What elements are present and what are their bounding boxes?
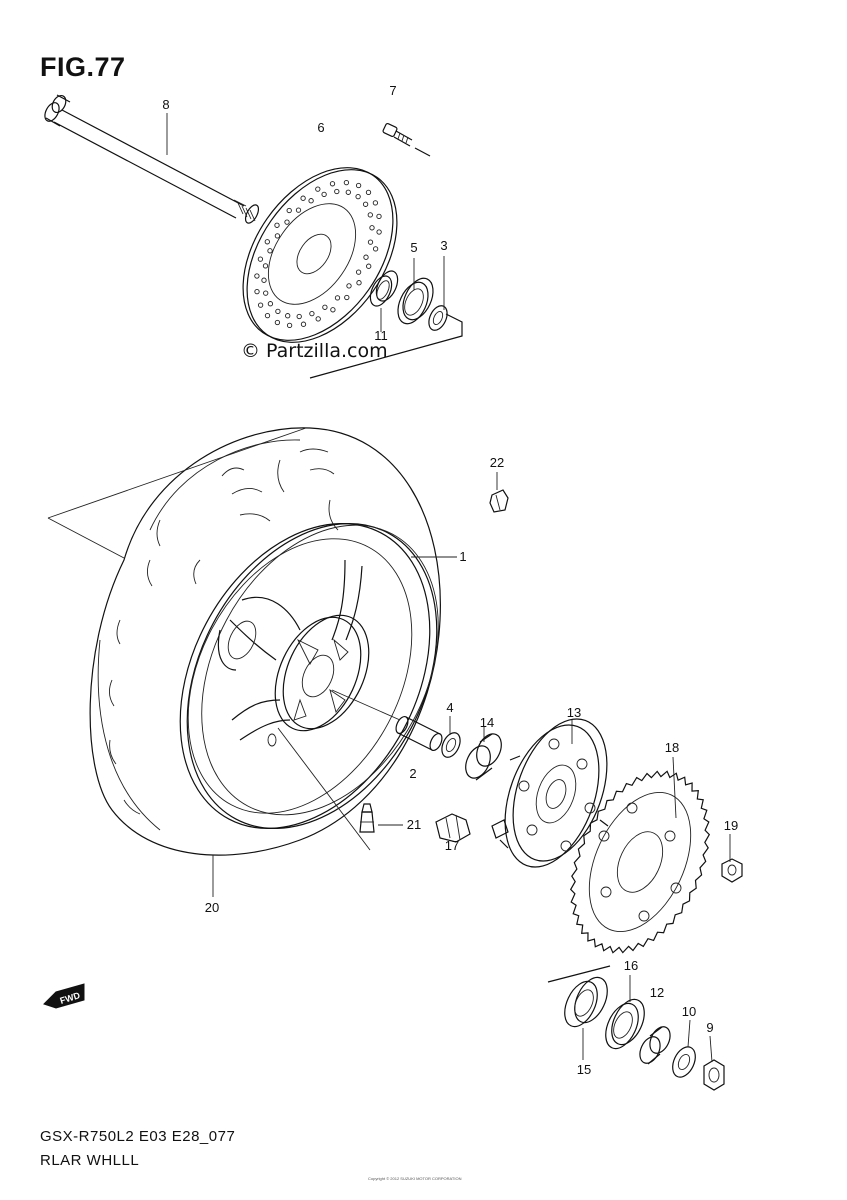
bearing-14-part[interactable] [461, 730, 506, 782]
copyright-small-print: Copyright © 2012 SUZUKI MOTOR CORPORATIO… [368, 1176, 462, 1181]
callout-20: 20 [205, 900, 219, 915]
axle-nut-9-part[interactable] [703, 1059, 725, 1091]
callout-3: 3 [440, 238, 447, 253]
bracket-line-upper [414, 147, 431, 157]
bearing-5-part[interactable] [392, 274, 439, 329]
callout-13: 13 [567, 705, 581, 720]
bracket-line-lower [547, 965, 611, 983]
callout-7: 7 [389, 83, 396, 98]
bearing-11-part[interactable] [366, 268, 402, 310]
rear-sprocket-part[interactable] [569, 770, 711, 954]
spacer-12-part[interactable] [636, 1024, 674, 1067]
washer-10-part[interactable] [668, 1043, 700, 1080]
model-code: GSX-R750L2 E03 E28_077 [40, 1128, 236, 1145]
callout-1: 1 [459, 549, 466, 564]
fwd-arrow-icon: FWD [43, 983, 85, 1009]
callout-6: 6 [317, 120, 324, 135]
callout-2: 2 [409, 766, 416, 781]
valve-part[interactable] [359, 803, 375, 833]
callout-10: 10 [682, 1004, 696, 1019]
cushion-part[interactable] [435, 813, 509, 843]
bearing-16-part[interactable] [599, 994, 651, 1053]
callout-19: 19 [724, 818, 738, 833]
sprocket-drum-part[interactable] [487, 706, 625, 880]
disc-bolt-part[interactable] [382, 122, 413, 147]
watermark-text: © Partzilla.com [241, 340, 388, 362]
oil-seal-15-part[interactable] [558, 972, 614, 1031]
oil-seal-3-part[interactable] [425, 303, 450, 333]
callout-12: 12 [650, 985, 664, 1000]
brake-disc-part[interactable] [212, 140, 428, 370]
sprocket-nut-part[interactable] [721, 858, 743, 883]
callout-4: 4 [446, 700, 453, 715]
figure-title: FIG.77 [40, 52, 126, 82]
callout-15: 15 [577, 1062, 591, 1077]
callout-17: 17 [445, 838, 459, 853]
callout-18: 18 [665, 740, 679, 755]
section-name: RLAR WHLLL [40, 1152, 140, 1169]
balancer-weight-part[interactable] [489, 489, 509, 513]
callout-5: 5 [410, 240, 417, 255]
leader-lines [47, 113, 731, 1063]
callout-22: 22 [490, 455, 504, 470]
spacer-2-part[interactable] [394, 715, 445, 753]
callout-21: 21 [407, 817, 421, 832]
rear-axle-part[interactable] [42, 93, 261, 225]
callout-8: 8 [162, 97, 169, 112]
callout-16: 16 [624, 958, 638, 973]
callout-9: 9 [706, 1020, 713, 1035]
callout-11: 11 [374, 328, 388, 343]
oil-seal-4-part[interactable] [438, 730, 463, 760]
callout-14: 14 [480, 715, 494, 730]
bracket-line-hub [309, 313, 463, 379]
rear-wheel-assembly[interactable] [89, 427, 487, 872]
